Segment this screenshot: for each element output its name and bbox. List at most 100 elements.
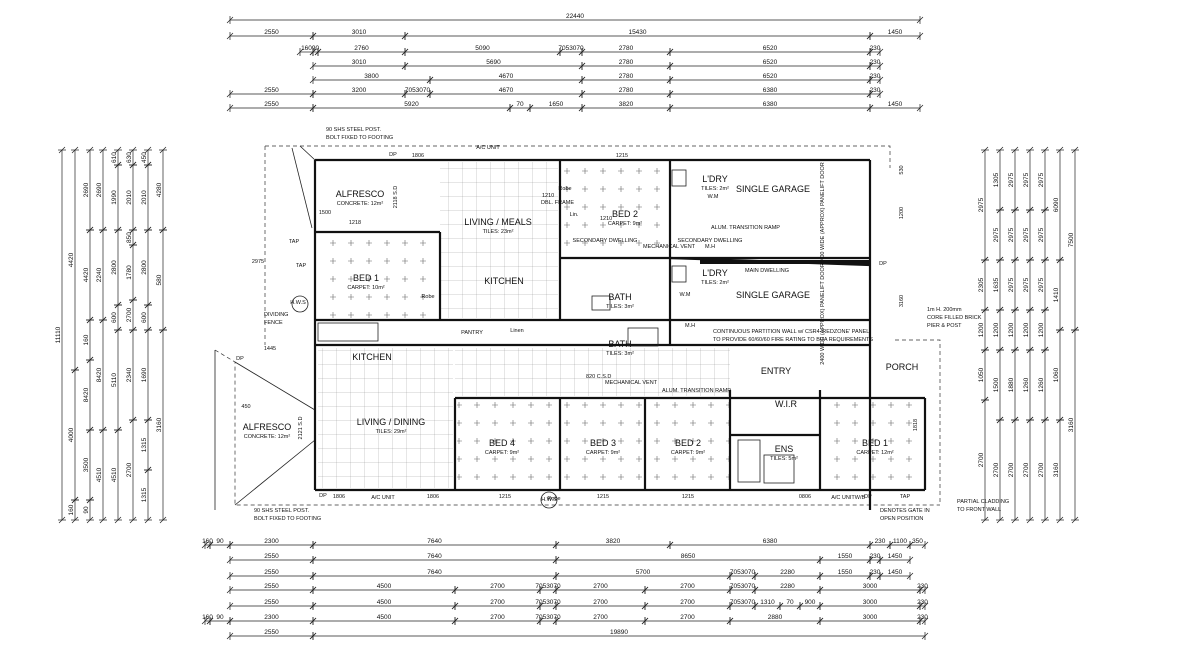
vertical-label: 2121 S.D [298, 417, 304, 440]
room-name: BED 1 [862, 438, 888, 448]
plan-label: A/C UNIT [476, 145, 500, 151]
dimension-label: 2700 [1023, 462, 1030, 477]
plan-label: 1218 [349, 220, 361, 226]
dimension-label: 1550 [838, 569, 853, 576]
room-name: BED 2 [612, 209, 638, 219]
dimension-label: 7640 [427, 569, 442, 576]
dimension-label: 3010 [352, 59, 367, 66]
plan-note: BOLT FIXED TO FOOTING [326, 135, 393, 141]
dimension-label: 1450 [888, 553, 903, 560]
dimension-label: 2700 [593, 599, 608, 606]
room-finish: CONCRETE: 12m² [337, 201, 384, 207]
plan-note: PIER & POST [927, 323, 962, 329]
dimension-label: 70 [786, 599, 794, 606]
dimension-label: 2700 [126, 462, 133, 477]
dimension-label: 2300 [264, 614, 279, 621]
dimension-label: 2700 [1038, 462, 1045, 477]
plan-label: 1445 [264, 346, 276, 352]
dimension-label: 1780 [126, 265, 133, 280]
room-name: L'DRY [702, 174, 728, 184]
plan-label: H.W.S [541, 497, 557, 503]
dimension-label: 3160 [1068, 417, 1075, 432]
dimension-label: 90 [216, 538, 224, 545]
eaves-outline [214, 145, 941, 510]
dimension-label: 2880 [768, 614, 783, 621]
dimension-label: 2550 [264, 599, 279, 606]
dimension-label: 7640 [427, 553, 442, 560]
room-finish: CARPET: 9m² [586, 450, 620, 456]
plan-label: 1215 [499, 494, 511, 500]
plan-note: CONTINUOUS PARTITION WALL w/ CSR4 'REDZO… [713, 329, 869, 335]
dimension-label: 1500 [993, 377, 1000, 392]
dimension-label: 1305 [993, 172, 1000, 187]
dimension-label: 160 [83, 334, 90, 345]
floor-finish [318, 162, 923, 488]
dimension-label: 1315 [141, 487, 148, 502]
dimension-label: 5090 [475, 45, 490, 52]
room-finish: CARPET: 9m² [608, 221, 642, 227]
room-finish: TILES: 3m² [606, 304, 634, 310]
plan-note: MECHANICAL VENT [643, 244, 696, 250]
dimension-label: 2780 [619, 87, 634, 94]
room-labels: ALFRESCO CONCRETE: 12m² LIVING / MEALS TILE… [243, 174, 919, 462]
dimension-label: 3000 [863, 583, 878, 590]
dimension-label: 160 [202, 538, 213, 545]
dimension-label: 3000 [863, 614, 878, 621]
dimension-label: 7640 [427, 538, 442, 545]
dimension-label: 230 [870, 45, 881, 52]
dimension-label: 8650 [681, 553, 696, 560]
plan-label: Robe [421, 294, 434, 300]
plan-note: PARTIAL CLADDING [957, 499, 1009, 505]
dimension-label: 2700 [680, 599, 695, 606]
room-finish: CARPET: 9m² [671, 450, 705, 456]
plan-label: 1500 [319, 210, 331, 216]
room-finish: TILES: 2m² [701, 280, 729, 286]
dimension-label: 2760 [354, 45, 369, 52]
dimension-label: 7500 [1068, 232, 1075, 247]
dimension-label: 8420 [96, 367, 103, 382]
vertical-label: 2400 WIDE (APPROX) PANELIFT DOOR [820, 263, 826, 365]
plan-label: DP [319, 493, 327, 499]
dimension-label: 900 [805, 599, 816, 606]
room-name: BED 3 [590, 438, 616, 448]
dimension-label: 2700 [1008, 462, 1015, 477]
dimension-label: 1450 [888, 101, 903, 108]
dimension-label: 230 [917, 614, 928, 621]
dimension-label: 600 [141, 312, 148, 323]
dimension-label: 1200 [978, 322, 985, 337]
dimension-label: 230 [875, 538, 886, 545]
dimension-label: 2690 [96, 182, 103, 197]
dimension-label: 5920 [404, 101, 419, 108]
room-finish: CONCRETE: 12m² [244, 434, 291, 440]
plan-label: 1806 [333, 494, 345, 500]
room-name: LIVING / MEALS [464, 217, 532, 227]
dimension-label: 2780 [619, 73, 634, 80]
dimension-label: 2010 [141, 190, 148, 205]
room-name: ALFRESCO [243, 422, 292, 432]
dimension-label: 2700 [490, 614, 505, 621]
dimension-label: 7053070 [405, 87, 431, 94]
dimension-label: 15430 [628, 29, 646, 36]
plan-label: 2975 [252, 259, 264, 265]
dimension-label: 3200 [352, 87, 367, 94]
plan-note: ALUM. TRANSITION RAMP [662, 388, 731, 394]
room-name: SINGLE GARAGE [736, 290, 810, 300]
dimension-label: 850 [126, 232, 133, 243]
dimension-label: 1450 [888, 29, 903, 36]
dimension-label: 1315 [141, 437, 148, 452]
dimension-label: 230 [870, 73, 881, 80]
dimension-label: 2780 [619, 59, 634, 66]
vertical-label: 3160 [899, 295, 905, 307]
room-name: BED 2 [675, 438, 701, 448]
dimension-label: 2975 [1023, 227, 1030, 242]
plan-label: Linen [510, 328, 523, 334]
dimension-label: 4000 [68, 427, 75, 442]
dimension-label: 2975 [1023, 277, 1030, 292]
dimension-label: 230 [870, 87, 881, 94]
dimension-label: 2550 [264, 87, 279, 94]
plan-note: FENCE [264, 320, 283, 326]
plan-label: Robe [558, 186, 571, 192]
dimension-label: 2975 [1008, 277, 1015, 292]
